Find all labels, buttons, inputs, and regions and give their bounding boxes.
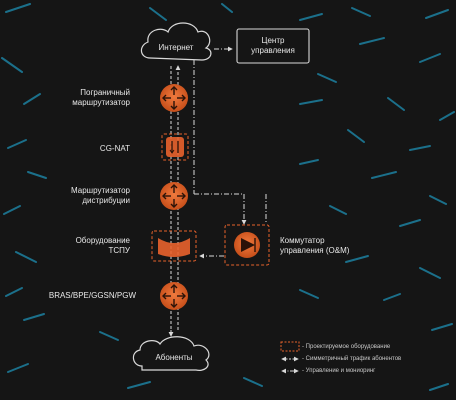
bras-label: BRAS/BPE/GGSN/PGW	[48, 291, 136, 300]
legend-designed-text: - Проектируемое оборудование	[302, 344, 391, 350]
border-router-icon	[160, 84, 188, 112]
cg-nat-label: CG-NAT	[99, 144, 130, 153]
management-paths	[193, 46, 267, 259]
internet-cloud	[140, 22, 212, 61]
distribution-router-label: Маршрутизатор дистрибуции	[71, 186, 130, 205]
cg-nat-icon	[161, 133, 189, 161]
tspu-label: Оборудование ТСПУ	[75, 236, 130, 255]
legend-symmetric-text: - Симметричный трафик абонентов	[302, 356, 402, 362]
mgmt-switch-icon	[224, 224, 270, 266]
border-router-label: Пограничный маршрутизатор	[72, 88, 130, 107]
tspu-icon	[151, 230, 197, 262]
subscribers-cloud	[132, 336, 210, 371]
control-center-box	[236, 28, 310, 64]
mgmt-switch-label: Коммутатор управления (O&M)	[280, 236, 350, 255]
distribution-router-icon	[160, 182, 188, 210]
internet-label: Интернет	[158, 43, 194, 52]
legend-designed-swatch	[280, 341, 300, 352]
legend-symbols	[280, 341, 300, 374]
background-streaks	[1, 3, 455, 391]
subscribers-label: Абоненты	[155, 353, 193, 362]
control-center-label: Центр управления	[251, 36, 295, 55]
bras-router-icon	[160, 282, 188, 310]
legend-management-text: - Управление и мониоринг	[302, 368, 376, 374]
